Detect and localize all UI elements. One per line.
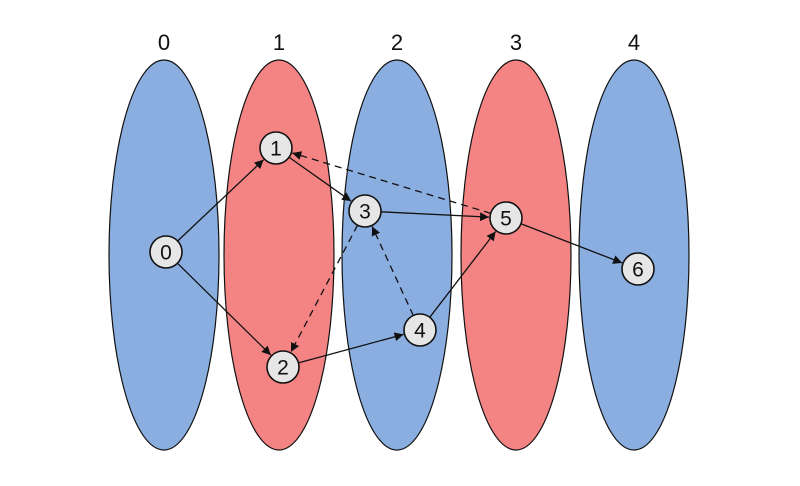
node-label-0: 0: [160, 242, 172, 265]
node-4: 4: [403, 313, 437, 347]
nodes: 0 1 2 3 4 5 6: [149, 131, 655, 384]
edge-3-to-5: [380, 211, 490, 222]
edge-5-to-1-dashed: [292, 151, 491, 214]
edge-4-to-5: [429, 231, 497, 318]
layer-label-4: 4: [628, 30, 640, 55]
node-2: 2: [266, 350, 300, 384]
layer-ellipse-3: [460, 59, 572, 451]
node-label-1: 1: [270, 138, 282, 161]
edge-2-to-4: [298, 332, 404, 364]
layer-label-1: 1: [273, 30, 285, 55]
node-circle-0: [149, 235, 183, 269]
node-5: 5: [489, 201, 523, 235]
edge-4-to-3-dashed: [371, 226, 414, 316]
node-circle-6: [621, 252, 655, 286]
node-circle-3: [348, 194, 382, 228]
node-3: 3: [348, 194, 382, 228]
edge-0-to-2: [176, 262, 272, 356]
node-label-4: 4: [414, 320, 426, 343]
edge-1-to-3: [288, 156, 352, 202]
edges: [176, 151, 623, 364]
node-circle-5: [489, 201, 523, 235]
node-label-2: 2: [277, 357, 289, 380]
edge-5-to-6: [520, 223, 623, 264]
node-1: 1: [259, 131, 293, 165]
node-label-3: 3: [359, 201, 371, 224]
layer-label-2: 2: [391, 30, 403, 55]
node-circle-1: [259, 131, 293, 165]
layer-ellipse-2: [341, 59, 453, 451]
node-6: 6: [621, 252, 655, 286]
layer-label-3: 3: [510, 30, 522, 55]
edge-0-to-1: [177, 159, 265, 242]
layer-ellipse-1: [223, 59, 335, 451]
node-label-6: 6: [632, 259, 644, 282]
node-circle-2: [266, 350, 300, 384]
layer-label-0: 0: [158, 30, 170, 55]
node-circle-4: [403, 313, 437, 347]
node-0: 0: [149, 235, 183, 269]
node-label-5: 5: [500, 208, 512, 231]
layers: 0 1 2 3 4: [108, 30, 690, 451]
